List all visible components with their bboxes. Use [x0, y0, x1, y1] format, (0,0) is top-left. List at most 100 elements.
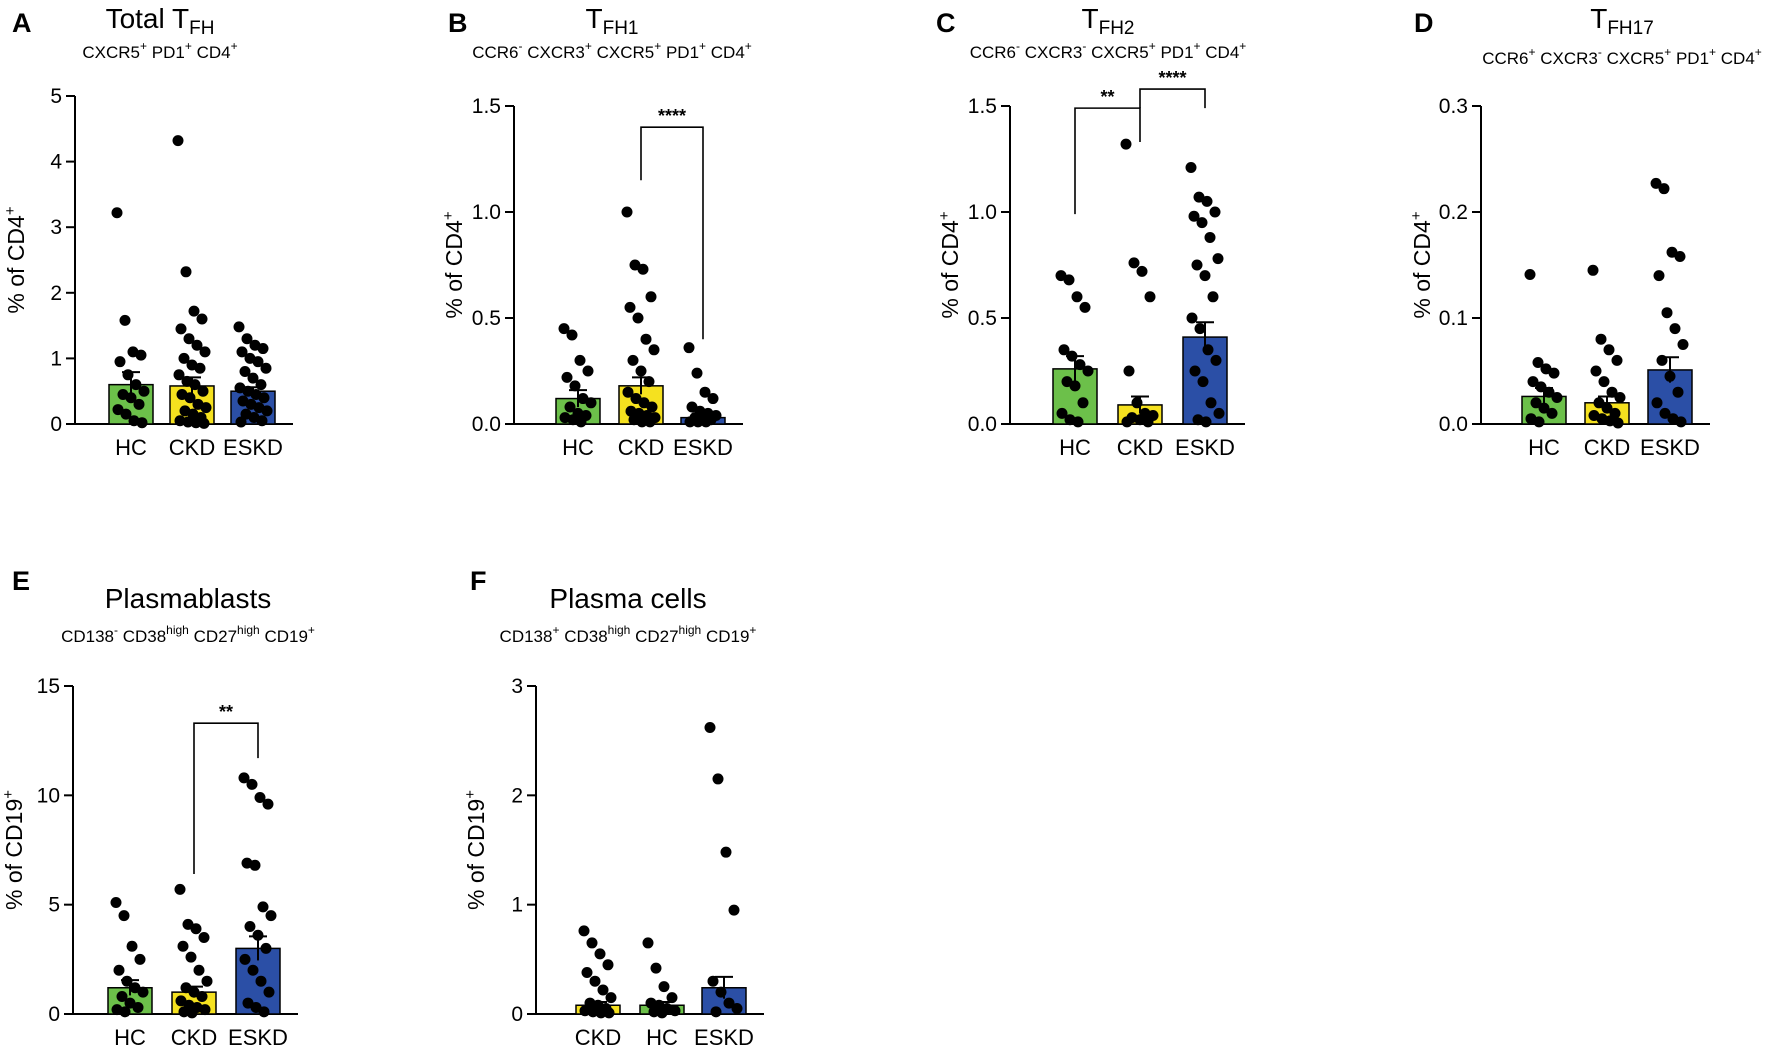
data-point: [640, 333, 652, 345]
data-point: [249, 859, 261, 871]
significance-label: ****: [658, 106, 686, 126]
data-point: [236, 346, 248, 358]
data-point: [200, 402, 212, 414]
data-point: [114, 356, 126, 368]
data-point: [624, 301, 636, 313]
data-point: [566, 329, 578, 341]
data-point: [1188, 210, 1200, 222]
marker-name: PD1: [661, 43, 699, 62]
data-point: [1538, 402, 1550, 414]
data-point: [710, 1006, 722, 1018]
data-point: [1072, 416, 1084, 428]
y-tick-label: 3: [50, 216, 62, 239]
data-point: [254, 792, 266, 804]
data-point: [621, 206, 633, 218]
significance-label: **: [219, 702, 233, 722]
marker-name: CD4: [192, 43, 231, 62]
data-point: [684, 416, 696, 428]
panel-letter: B: [448, 8, 468, 38]
data-point: [201, 975, 213, 987]
panel-subtitle: CD138+ CD38high CD27high CD19+: [500, 623, 757, 646]
marker-name: CD138: [61, 627, 114, 646]
data-point: [121, 975, 133, 987]
data-point: [720, 846, 732, 858]
data-point: [1650, 177, 1662, 189]
y-tick-label: 10: [37, 784, 60, 807]
data-point: [132, 1001, 144, 1013]
data-point: [1548, 367, 1560, 379]
data-point: [1185, 161, 1197, 173]
data-point: [193, 964, 205, 976]
data-point: [1527, 376, 1539, 388]
y-axis-label: % of CD4+: [440, 211, 467, 318]
marker-name: CCR6: [1482, 49, 1528, 68]
data-point: [699, 386, 711, 398]
data-point: [172, 135, 184, 147]
data-point: [190, 923, 202, 935]
data-point: [1532, 357, 1544, 369]
data-point: [241, 333, 253, 345]
data-point: [1213, 407, 1225, 419]
y-tick-label: 1: [511, 894, 523, 917]
data-point: [110, 896, 122, 908]
data-point: [644, 416, 656, 428]
data-point: [255, 975, 267, 987]
x-tick-label: ESKD: [1640, 435, 1700, 460]
marker-name: CD4: [1716, 49, 1755, 68]
marker-sign: +: [185, 39, 192, 53]
data-point: [602, 959, 614, 971]
y-label-superscript: +: [0, 790, 17, 799]
data-point: [1071, 291, 1083, 303]
panel-title: Plasma cells: [549, 583, 706, 614]
x-tick-label: ESKD: [1175, 435, 1235, 460]
significance-label: **: [1100, 87, 1114, 107]
data-point: [712, 773, 724, 785]
y-tick-label: 1: [50, 347, 62, 370]
y-label-superscript: +: [462, 790, 479, 799]
data-point: [669, 1005, 681, 1017]
data-point: [1082, 365, 1094, 377]
data-point: [578, 925, 590, 937]
data-point: [122, 369, 134, 381]
data-point: [134, 953, 146, 965]
panel-title: TFH1: [585, 3, 638, 39]
marker-name: PD1: [1156, 43, 1194, 62]
y-tick-label: 0.0: [1439, 413, 1468, 436]
marker-sign: +: [745, 39, 752, 53]
marker-name: CXCR3: [522, 43, 584, 62]
panel-subtitle: CCR6- CXCR3- CXCR5+ PD1+ CD4+: [970, 39, 1247, 62]
data-point: [1077, 397, 1089, 409]
panel-letter: F: [470, 566, 487, 596]
data-point: [1063, 274, 1075, 286]
marker-name: CD27: [630, 627, 678, 646]
data-point: [111, 207, 123, 219]
data-point: [1207, 291, 1219, 303]
data-point: [1056, 407, 1068, 419]
y-tick-label: 1.0: [472, 201, 501, 224]
marker-name: CD138: [500, 627, 553, 646]
data-point: [691, 367, 703, 379]
data-point: [586, 937, 598, 949]
y-label-text: % of CD4: [3, 215, 29, 314]
data-point: [1204, 231, 1216, 243]
data-point: [582, 365, 594, 377]
data-point: [595, 1007, 607, 1019]
x-tick-label: CKD: [575, 1025, 621, 1050]
data-point: [1123, 365, 1135, 377]
y-tick-label: 0.3: [1439, 95, 1468, 118]
title-text: Plasma cells: [549, 583, 706, 614]
data-point: [574, 354, 586, 366]
data-point: [247, 964, 259, 976]
panel-letter: A: [12, 8, 32, 38]
data-point: [252, 356, 264, 368]
panel-title: TFH17: [1590, 3, 1654, 39]
data-point: [120, 408, 132, 420]
marker-sign: -: [114, 623, 118, 637]
x-tick-label: HC: [114, 1025, 146, 1050]
data-point: [1598, 376, 1610, 388]
data-point: [116, 991, 128, 1003]
data-point: [1675, 416, 1687, 428]
panel-letter: D: [1414, 8, 1434, 38]
data-point: [589, 975, 601, 987]
marker-sign: +: [1194, 39, 1201, 53]
